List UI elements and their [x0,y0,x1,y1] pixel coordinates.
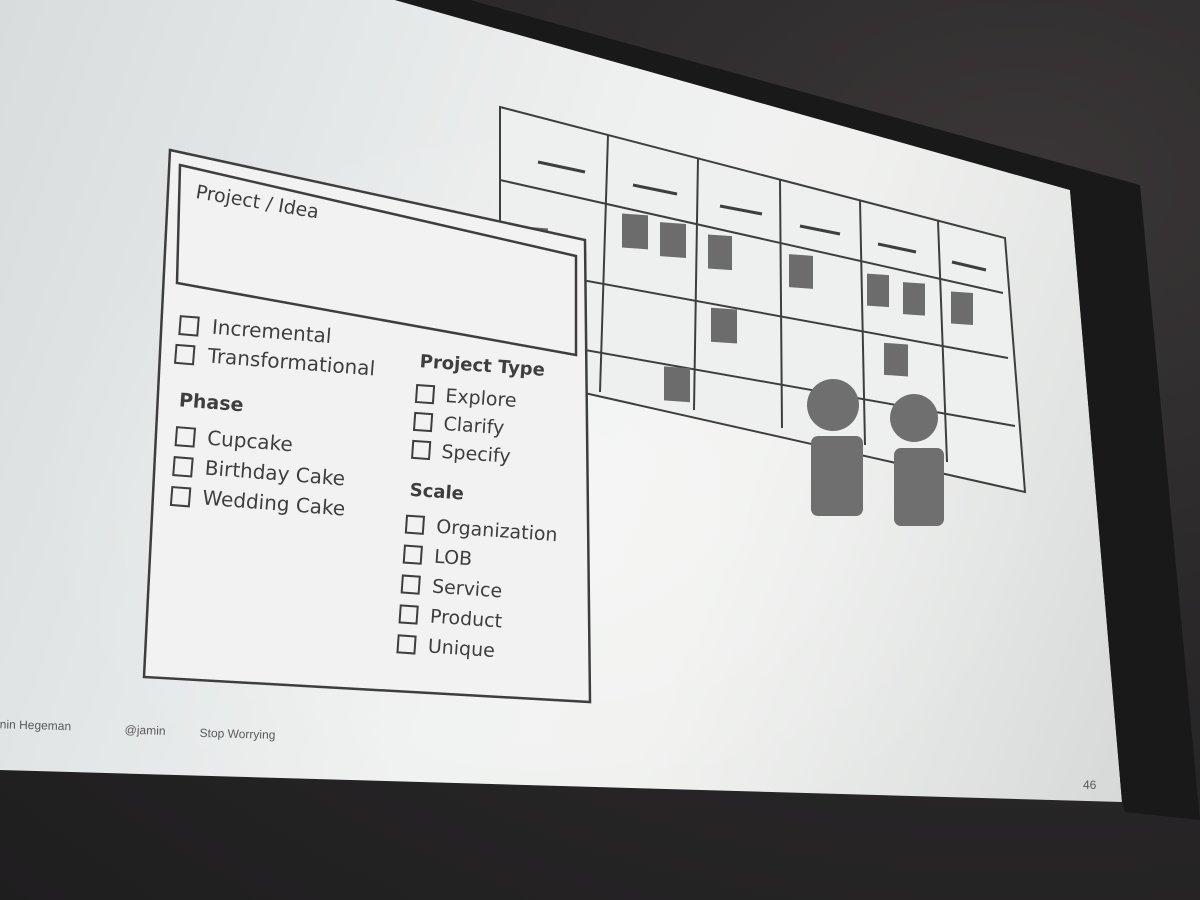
board-column-divider [779,179,783,429]
scale-option-label: Service [431,576,503,603]
slide-page-number: 46 [1083,778,1097,792]
checkbox[interactable] [400,574,421,595]
checkbox[interactable] [396,634,417,655]
board-column-divider [937,220,948,463]
sticky-note [951,291,973,326]
project-type-option-label: Explore [445,385,518,412]
sticky-note [867,273,889,308]
scale-option-label: LOB [433,546,472,571]
project-type-option-label: Specify [441,441,512,468]
person-body [811,436,863,516]
sticky-note [711,307,737,344]
footer-handle: @jamin [124,723,165,738]
checkbox[interactable] [412,411,434,433]
board-row-divider [499,179,1004,294]
column-header-dash [951,260,987,272]
scale-option-label: Product [429,606,502,633]
checkbox[interactable] [173,343,196,366]
board-column-divider [693,157,699,411]
phase-heading: Phase [178,389,244,416]
scale-heading: Scale [409,480,465,505]
checkbox[interactable] [172,456,194,478]
sticky-note [903,282,925,316]
column-header-dash [799,224,841,236]
sticky-note [708,234,732,271]
checkbox[interactable] [178,315,200,337]
column-header-dash [877,242,917,254]
person-body [894,448,944,526]
footer-author: nin Hegeman [0,717,71,733]
person-figure-right [890,394,944,526]
project-type-option-label: Clarify [443,413,505,439]
sticky-note [622,213,648,250]
board-column-divider [599,134,609,393]
person-figure-left [807,379,863,516]
project-card-outline [142,148,592,704]
checkbox[interactable] [404,514,426,535]
project-idea-box [175,163,578,357]
checkbox[interactable] [402,544,423,565]
checkbox[interactable] [174,426,197,448]
sticky-note [660,222,686,258]
person-head [807,379,859,431]
person-head [890,394,938,442]
checkbox[interactable] [398,604,419,625]
column-header-dash [719,204,763,216]
sticky-note [884,342,908,377]
checkbox[interactable] [414,383,436,405]
sticky-note [664,366,690,403]
checkbox[interactable] [169,485,192,508]
project-card: Project / Idea Incremental Transformatio… [142,148,592,704]
checkbox[interactable] [410,439,432,461]
scale-option-label: Unique [427,635,495,662]
slide-footer: nin Hegeman @jamin Stop Worrying [0,717,276,742]
footer-talk-title: Stop Worrying [199,726,275,742]
column-header-dash [537,160,586,174]
column-header-dash [632,183,678,196]
board-column-divider [859,199,866,446]
sticky-note [789,254,813,289]
